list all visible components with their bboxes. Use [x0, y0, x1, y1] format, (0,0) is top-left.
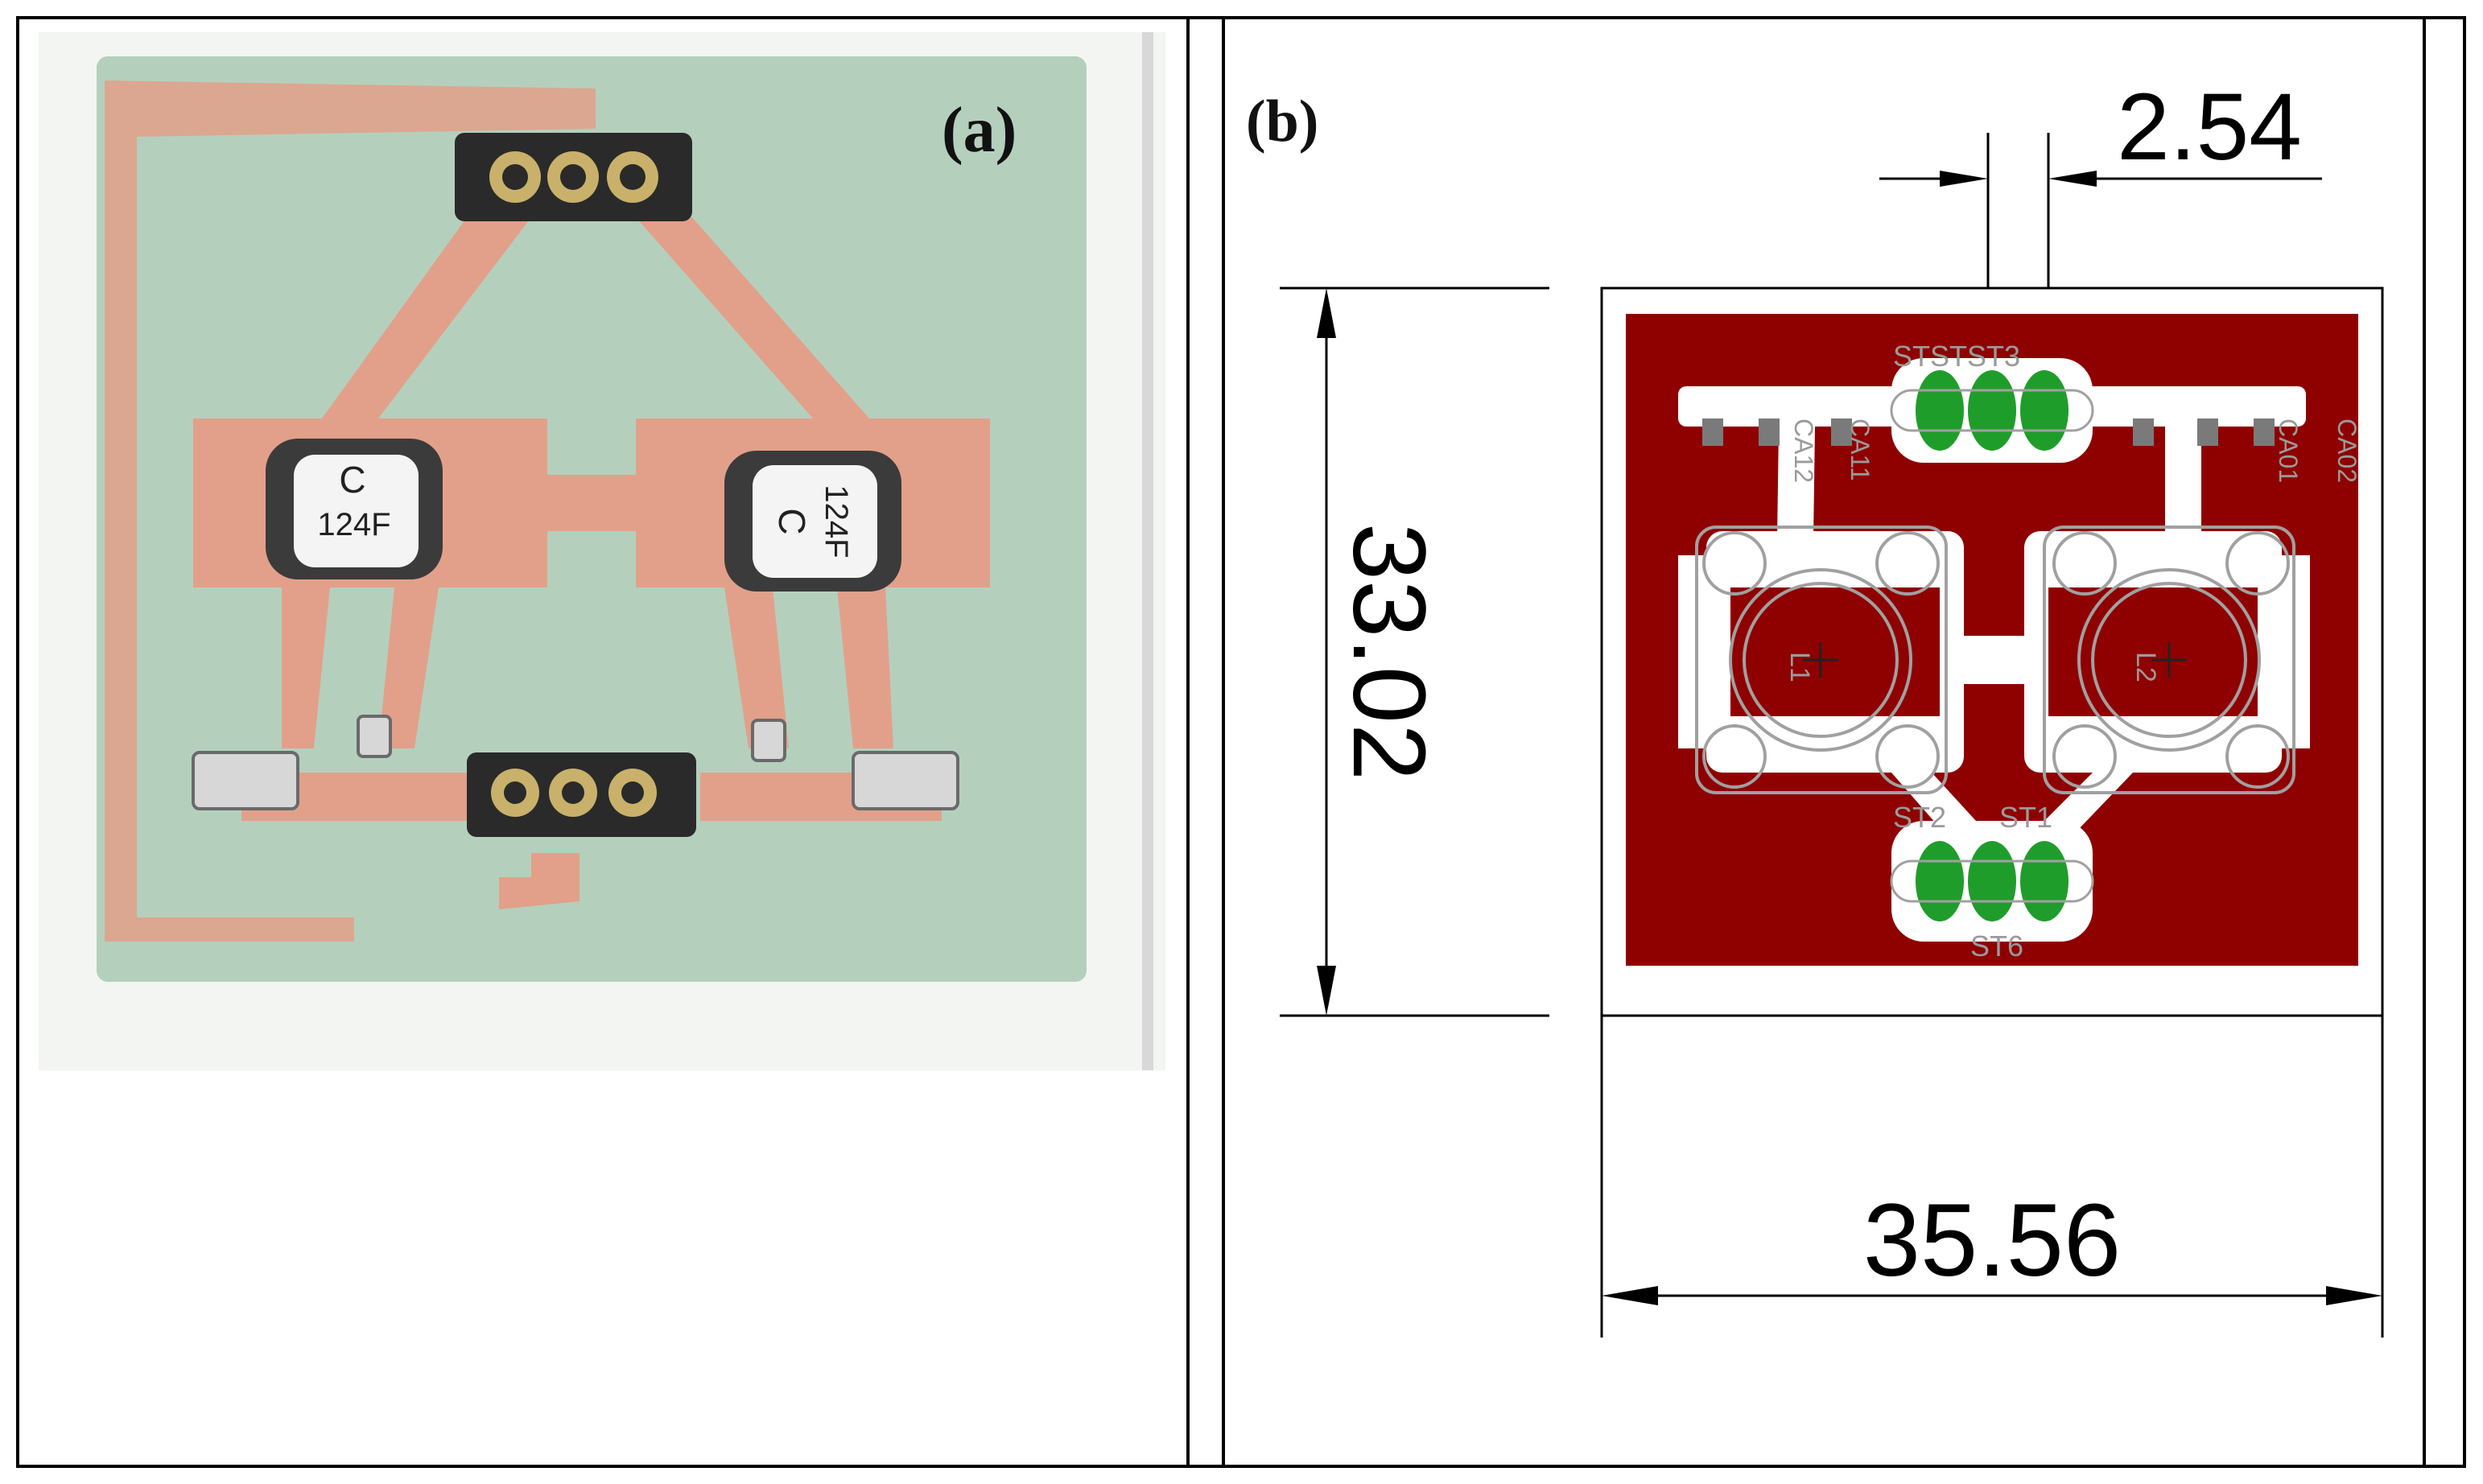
- smd-pads: [1702, 418, 2275, 446]
- panel-a-label: (a): [942, 95, 1017, 166]
- dimension-pitch-arrows: [1940, 171, 2097, 187]
- coil-center-marks: [1803, 642, 2187, 678]
- smd-capacitors: [192, 715, 959, 810]
- header-connector-bottom: [467, 752, 696, 837]
- silk-side-right: CA02: [2332, 418, 2361, 483]
- inductor-right-marking: 124F: [819, 484, 854, 558]
- pad-outlines: [1890, 389, 2094, 903]
- dimension-pitch: [1879, 133, 2322, 288]
- inductor-right: 124F C: [724, 451, 901, 592]
- silk-bottom-pads-1: ST2: [1893, 801, 1946, 834]
- silk-top-pads: STSTST3: [1893, 340, 2020, 373]
- dimension-width-arrows: [1602, 1286, 2382, 1305]
- silk-coil-right: L2: [2130, 652, 2161, 682]
- panel-b: (b): [1246, 74, 2384, 1338]
- figure-frame: [16, 16, 2466, 1468]
- board-outline: [1600, 286, 2384, 1338]
- silk-bottom-pads-3: ST6: [1970, 930, 2023, 963]
- dimension-height: [1280, 286, 1549, 1017]
- silk-bottom-pads-2: ST1: [1999, 801, 2052, 834]
- dimension-height-arrows: [1317, 288, 1336, 1016]
- inductor-left: C 124F: [266, 439, 443, 579]
- dimension-width-value: 35.56: [1863, 1183, 2121, 1298]
- silk-coil-left: L1: [1784, 652, 1815, 682]
- inductor-left-logo: C: [339, 459, 365, 501]
- dimension-height-value: 33.02: [1331, 523, 1446, 781]
- header-connector-top: [455, 133, 692, 221]
- silk-side-right-2: CA01: [2274, 418, 2303, 483]
- silk-side-left-2: CA11: [1846, 418, 1875, 481]
- inductor-right-logo: C: [771, 508, 813, 534]
- dimension-pitch-value: 2.54: [2117, 74, 2302, 180]
- panel-b-label: (b): [1246, 89, 1318, 155]
- panel-a: C 124F 124F C (a): [39, 32, 1165, 1070]
- inductor-left-marking: 124F: [317, 507, 390, 542]
- silk-side-left: CA12: [1789, 418, 1818, 483]
- coil-footprints: [1695, 526, 2295, 794]
